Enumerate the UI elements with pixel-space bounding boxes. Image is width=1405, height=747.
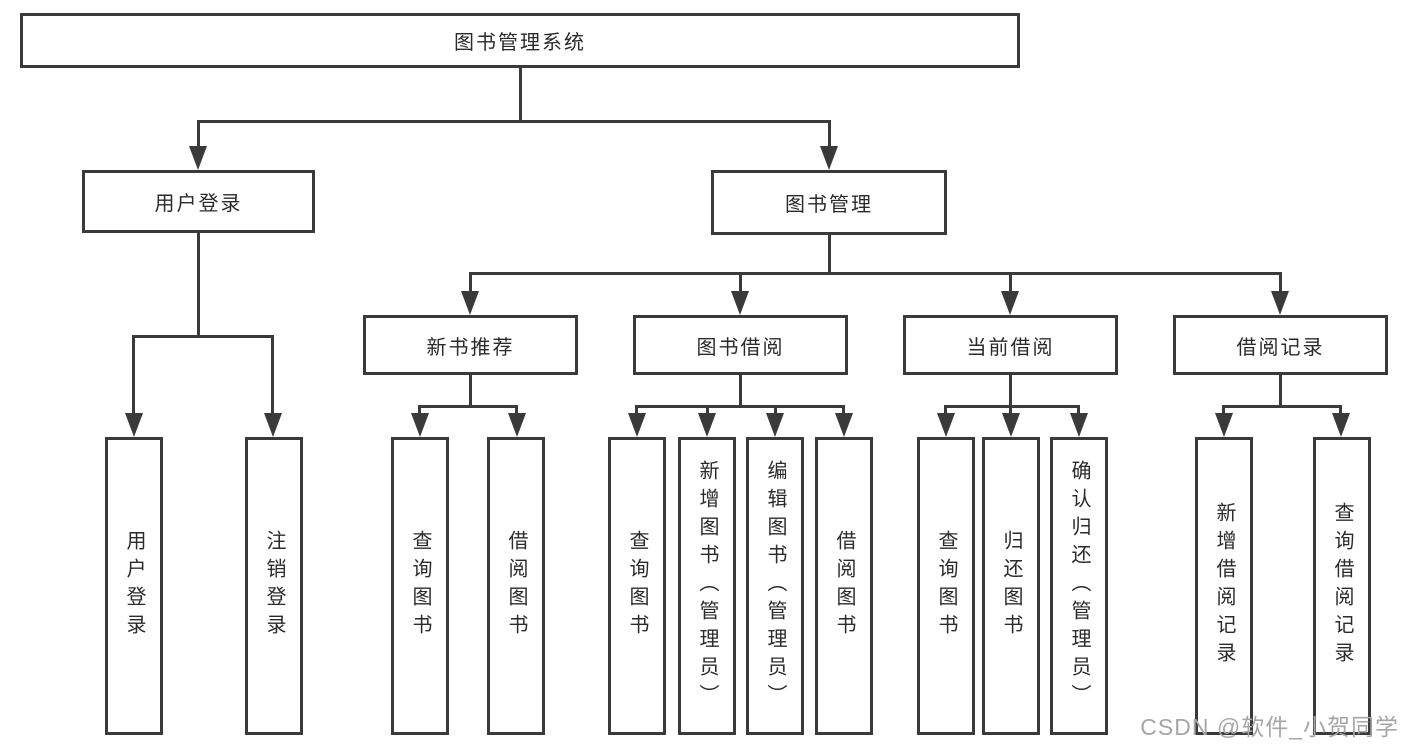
connector-root-stem — [519, 68, 522, 120]
node-book-management-label: 图书管理 — [785, 194, 873, 216]
leaf-records-query-record: 查询借阅记录 — [1313, 437, 1371, 735]
leaf-borrowing-add-books-admin-label: 新增图书（管理员） — [696, 460, 718, 712]
node-user-login: 用户登录 — [82, 170, 315, 233]
arrowhead-book-borrowing-icon — [731, 291, 749, 315]
connector-current-bar — [944, 405, 1080, 408]
arrowhead-leaf-logout-icon — [264, 413, 282, 437]
leaf-records-add-record: 新增借阅记录 — [1195, 437, 1253, 735]
leaf-current-return-books: 归还图书 — [982, 437, 1040, 735]
leaf-current-query-books: 查询图书 — [917, 437, 975, 735]
connector-borrowing-add-drop — [706, 405, 709, 417]
connector-borrowing-borrow-drop — [842, 405, 845, 417]
arrowhead-newbooks-borrow-icon — [508, 413, 526, 437]
connector-borrowing-bar — [635, 405, 845, 408]
arrowhead-current-return-icon — [1002, 413, 1020, 437]
watermark: CSDN @软件_小贺同学 — [1140, 714, 1399, 740]
node-current-borrowing-label: 当前借阅 — [966, 336, 1055, 359]
connector-newbooks-query-drop — [418, 405, 421, 417]
connector-current-borrowing-drop — [1009, 272, 1012, 294]
node-library-system: 图书管理系统 — [20, 13, 1020, 68]
connector-leaf-logout-drop — [271, 335, 274, 417]
leaf-newbooks-query-books: 查询图书 — [391, 437, 449, 735]
leaf-newbooks-borrow-books: 借阅图书 — [487, 437, 545, 735]
leaf-borrowing-borrow-books: 借阅图书 — [815, 437, 873, 735]
leaf-newbooks-query-books-label: 查询图书 — [409, 530, 431, 642]
arrowhead-borrowing-query-icon — [628, 413, 646, 437]
leaf-borrowing-query-books: 查询图书 — [608, 437, 666, 735]
node-book-borrowing: 图书借阅 — [633, 315, 848, 375]
node-borrowing-records: 借阅记录 — [1173, 315, 1388, 375]
leaf-current-query-books-label: 查询图书 — [935, 530, 957, 642]
node-current-borrowing: 当前借阅 — [903, 315, 1118, 375]
leaf-borrowing-borrow-books-label: 借阅图书 — [833, 530, 855, 642]
arrowhead-current-borrowing-icon — [1001, 291, 1019, 315]
connector-records-add-drop — [1222, 405, 1225, 417]
node-new-book-recommendation: 新书推荐 — [363, 315, 578, 375]
connector-borrowing-query-drop — [635, 405, 638, 417]
node-new-book-recommendation-label: 新书推荐 — [426, 336, 515, 359]
leaf-newbooks-borrow-books-label: 借阅图书 — [505, 530, 527, 642]
connector-book-borrowing-stem — [739, 375, 742, 405]
leaf-logout-label: 注销登录 — [263, 530, 285, 642]
leaf-borrowing-edit-books-admin-label: 编辑图书（管理员） — [764, 460, 786, 712]
connector-user-login-stem — [197, 233, 200, 335]
node-user-login-label: 用户登录 — [154, 193, 243, 215]
connector-new-book-drop — [469, 272, 472, 294]
leaf-current-return-books-label: 归还图书 — [1000, 530, 1022, 642]
connector-book-borrowing-drop — [739, 272, 742, 294]
connector-records-query-drop — [1339, 405, 1342, 417]
leaf-borrowing-query-books-label: 查询图书 — [626, 530, 648, 642]
arrowhead-borrowing-records-icon — [1271, 291, 1289, 315]
leaf-current-confirm-return-admin: 确认归还（管理员） — [1050, 437, 1108, 735]
leaf-logout: 注销登录 — [245, 437, 303, 735]
connector-current-confirm-drop — [1077, 405, 1080, 417]
node-borrowing-records-label: 借阅记录 — [1236, 336, 1325, 359]
leaf-user-login: 用户登录 — [105, 437, 163, 735]
arrowhead-leaf-user-login-icon — [125, 413, 143, 437]
connector-borrowing-records-stem — [1279, 375, 1282, 405]
connector-newbooks-bar — [418, 405, 518, 408]
connector-book-management-drop — [828, 120, 831, 152]
node-library-system-label: 图书管理系统 — [454, 32, 586, 54]
arrowhead-records-add-icon — [1215, 413, 1233, 437]
connector-level3-bar — [469, 272, 1282, 275]
connector-records-bar — [1222, 405, 1342, 408]
connector-newbooks-borrow-drop — [515, 405, 518, 417]
node-book-borrowing-label: 图书借阅 — [696, 336, 785, 359]
arrowhead-borrowing-edit-icon — [766, 413, 784, 437]
connector-current-return-drop — [1009, 405, 1012, 417]
arrowhead-book-management-icon — [820, 146, 838, 170]
connector-user-group-bar — [132, 335, 274, 338]
connector-new-book-stem — [469, 375, 472, 405]
arrowhead-user-login-icon — [189, 146, 207, 170]
arrowhead-borrowing-add-icon — [698, 413, 716, 437]
arrowhead-new-book-icon — [461, 291, 479, 315]
leaf-records-add-record-label: 新增借阅记录 — [1213, 502, 1235, 670]
leaf-user-login-label: 用户登录 — [123, 530, 145, 642]
arrowhead-current-confirm-icon — [1070, 413, 1088, 437]
node-book-management: 图书管理 — [711, 170, 947, 235]
connector-level2-bar — [197, 120, 831, 123]
arrowhead-borrowing-borrow-icon — [835, 413, 853, 437]
connector-current-query-drop — [944, 405, 947, 417]
connector-borrowing-records-drop — [1279, 272, 1282, 294]
leaf-records-query-record-label: 查询借阅记录 — [1331, 502, 1353, 670]
connector-current-borrowing-stem — [1009, 375, 1012, 405]
leaf-borrowing-add-books-admin: 新增图书（管理员） — [678, 437, 736, 735]
connector-book-management-stem — [828, 235, 831, 272]
connector-user-login-drop — [197, 120, 200, 152]
arrowhead-records-query-icon — [1332, 413, 1350, 437]
connector-borrowing-edit-drop — [774, 405, 777, 417]
arrowhead-newbooks-query-icon — [411, 413, 429, 437]
connector-leaf-user-login-drop — [132, 335, 135, 417]
arrowhead-current-query-icon — [937, 413, 955, 437]
leaf-current-confirm-return-admin-label: 确认归还（管理员） — [1068, 460, 1090, 712]
leaf-borrowing-edit-books-admin: 编辑图书（管理员） — [746, 437, 804, 735]
